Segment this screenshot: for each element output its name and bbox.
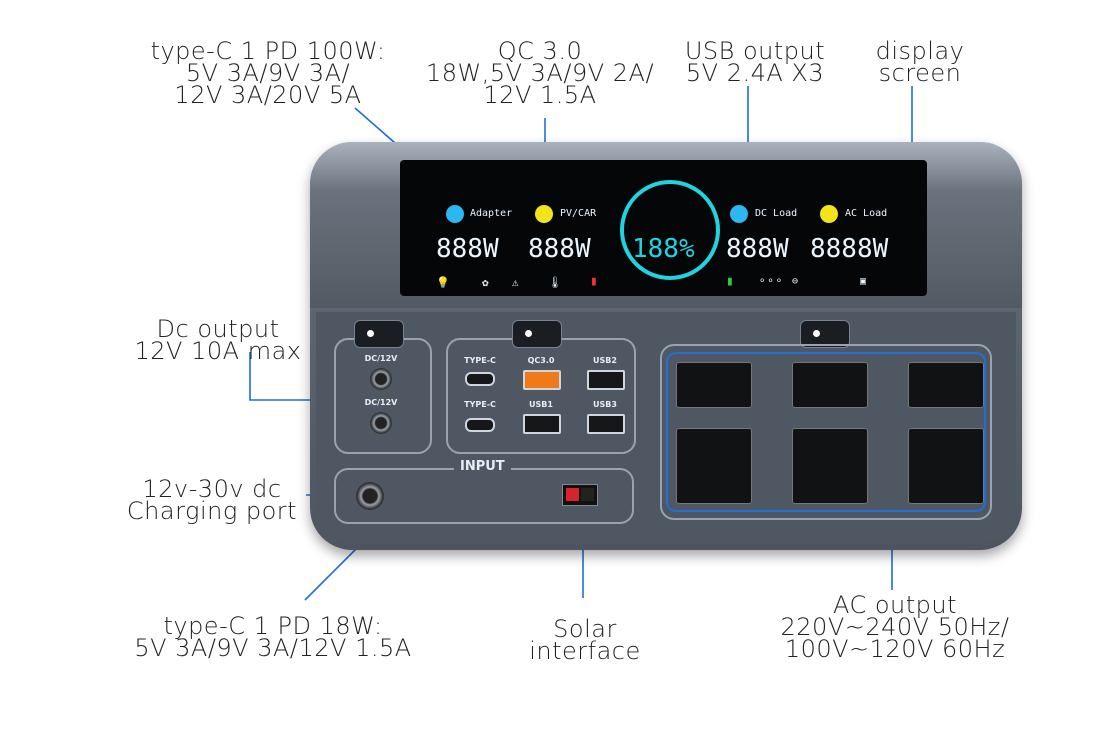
display-screen: Adapter PV/CAR DC Load AC Load 888W 888W… xyxy=(400,160,927,296)
battery-icon: ▮ xyxy=(590,274,598,289)
charging-port[interactable] xyxy=(356,482,384,510)
callout-line: screen xyxy=(878,59,962,87)
pv-car-icon xyxy=(535,205,553,223)
callout-line: 5V 3A/9V 3A/12V 1.5A xyxy=(134,634,412,662)
adapter-label: Adapter xyxy=(470,208,513,219)
callout-line: display xyxy=(875,37,965,65)
callout-line: type-C 1 PD 100W: xyxy=(150,37,386,65)
callout-line: 220V~240V 50Hz/ xyxy=(780,613,1010,641)
temp-icon: 🌡 xyxy=(548,276,562,289)
callout-usb-output: USB output 5V 2.4A X3 xyxy=(670,37,840,87)
ac-highlight xyxy=(666,352,986,512)
usb3-label: USB3 xyxy=(593,400,617,409)
battery-ring xyxy=(620,180,720,280)
dc1-label: DC/12V xyxy=(364,354,398,363)
callout-line: 18W,5V 3A/9V 2A/ xyxy=(425,59,655,87)
ac-load-icon xyxy=(820,205,838,223)
qc30-port[interactable] xyxy=(523,370,561,390)
typec2-label: TYPE-C xyxy=(464,400,496,409)
power-station: Adapter PV/CAR DC Load AC Load 888W 888W… xyxy=(310,142,1022,550)
caution-icon: ⚠ xyxy=(512,276,519,289)
battery-percent: 188% xyxy=(632,234,695,264)
ac-outlet-20a-2[interactable] xyxy=(792,428,868,504)
callout-dc-output: Dc output 12V 10A max xyxy=(118,315,318,365)
callout-line: Solar xyxy=(553,615,617,643)
fan-icon: ✿ xyxy=(482,276,489,289)
ac-outlet-us-3[interactable] xyxy=(908,362,984,408)
dc-load-icon xyxy=(730,205,748,223)
ac-output-box xyxy=(660,344,992,520)
callout-line: 12V 1.5A xyxy=(483,81,597,109)
callout-line: Dc output xyxy=(156,315,280,343)
callout-line: 12V 10A max xyxy=(134,337,302,365)
ac-out-icon: ▣ xyxy=(860,276,867,287)
callout-line: USB output xyxy=(684,37,826,65)
ac-power-button[interactable] xyxy=(800,320,850,348)
usb-out-icon: ⊖ xyxy=(792,276,799,287)
dc-out-icon: ⚬⚬⚬ xyxy=(758,276,784,287)
usb-power-button[interactable] xyxy=(512,320,562,348)
input-label: INPUT xyxy=(454,459,511,474)
typec2-port[interactable] xyxy=(465,418,495,432)
output1-watts: 888W xyxy=(726,234,789,264)
port-panel: DC/12V DC/12V TYPE-C QC3.0 USB2 TYPE-C U… xyxy=(316,312,1016,544)
typec1-port[interactable] xyxy=(465,372,495,386)
adapter-icon xyxy=(446,205,464,223)
callout-line: 12v-30v dc xyxy=(142,475,282,503)
solar-port[interactable] xyxy=(562,484,598,506)
charge-icon: ▮ xyxy=(726,274,734,289)
dc2-label: DC/12V xyxy=(364,398,398,407)
top-band: Adapter PV/CAR DC Load AC Load 888W 888W… xyxy=(310,142,1022,308)
output2-watts: 8888W xyxy=(810,234,889,264)
ac-outlet-us-2[interactable] xyxy=(792,362,868,408)
callout-display: display screen xyxy=(855,37,985,87)
ac-load-label: AC Load xyxy=(845,208,888,219)
dc1-port[interactable] xyxy=(370,368,392,390)
input2-watts: 888W xyxy=(528,234,591,264)
callout-solar: Solar interface xyxy=(515,615,655,665)
callout-line: interface xyxy=(529,637,641,665)
ac-outlet-20a-1[interactable] xyxy=(676,428,752,504)
callout-typec-pd18: type-C 1 PD 18W: 5V 3A/9V 3A/12V 1.5A xyxy=(118,612,428,662)
usb1-port[interactable] xyxy=(523,414,561,434)
qc30-label: QC3.0 xyxy=(527,356,555,365)
usb2-port[interactable] xyxy=(587,370,625,390)
callout-line: AC output xyxy=(832,591,958,619)
usb1-label: USB1 xyxy=(529,400,553,409)
callout-line: QC 3.0 xyxy=(497,37,583,65)
callout-line: type-C 1 PD 18W: xyxy=(163,612,383,640)
callout-line: 12V 3A/20V 5A xyxy=(174,81,362,109)
callout-ac-output: AC output 220V~240V 50Hz/ 100V~120V 60Hz xyxy=(770,591,1020,663)
callout-line: Charging port xyxy=(126,497,298,525)
input1-watts: 888W xyxy=(436,234,499,264)
callout-line: 100V~120V 60Hz xyxy=(784,635,1006,663)
callout-line: 5V 2.4A X3 xyxy=(685,59,825,87)
callout-typec-pd100: type-C 1 PD 100W: 5V 3A/9V 3A/ 12V 3A/20… xyxy=(138,37,398,109)
dc-load-label: DC Load xyxy=(755,208,798,219)
pv-car-label: PV/CAR xyxy=(560,208,597,219)
usb2-label: USB2 xyxy=(593,356,617,365)
dc2-port[interactable] xyxy=(370,412,392,434)
ac-outlet-20a-3[interactable] xyxy=(908,428,984,504)
callout-line: 5V 3A/9V 3A/ xyxy=(185,59,351,87)
callout-qc30: QC 3.0 18W,5V 3A/9V 2A/ 12V 1.5A xyxy=(410,37,670,109)
ac-outlet-us-1[interactable] xyxy=(676,362,752,408)
callout-charging: 12v-30v dc Charging port xyxy=(112,475,312,525)
led-icon: 💡 xyxy=(436,276,450,289)
typec1-label: TYPE-C xyxy=(464,356,496,365)
usb3-port[interactable] xyxy=(587,414,625,434)
dc-power-button[interactable] xyxy=(354,320,404,348)
